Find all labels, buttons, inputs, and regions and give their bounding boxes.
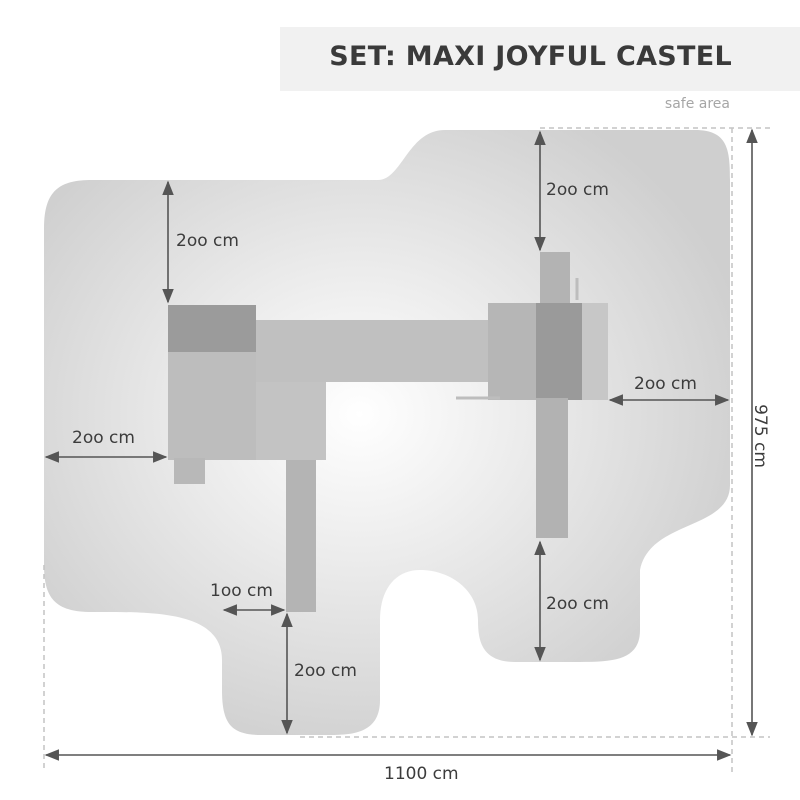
left-tower-roof xyxy=(168,305,256,352)
dim-label-right: 2oo cm xyxy=(634,374,697,394)
dim-label-slide-side: 1oo cm xyxy=(210,581,273,601)
dim-label-slide-bottom: 2oo cm xyxy=(294,661,357,681)
dim-label-bottom-right: 2oo cm xyxy=(546,594,609,614)
dim-label-total-width: 1100 cm xyxy=(384,764,459,784)
safe-area-zone xyxy=(44,130,730,735)
dimension-arrows xyxy=(44,128,758,761)
safe-area-guides xyxy=(43,127,770,772)
right-tower-ladder xyxy=(536,398,568,538)
slide xyxy=(286,460,316,612)
dim-label-left: 2oo cm xyxy=(72,428,135,448)
safe-area-label: safe area xyxy=(664,96,730,112)
title-banner: SET: MAXI JOYFUL CASTEL xyxy=(280,27,800,91)
dim-label-top-right: 2oo cm xyxy=(546,180,609,200)
set-title: SET: MAXI JOYFUL CASTEL xyxy=(329,41,732,72)
dim-label-top-left: 2oo cm xyxy=(176,231,239,251)
dim-label-total-depth: 975 cm xyxy=(749,404,770,468)
bridge-lower-section xyxy=(256,382,326,460)
right-tower-top-post xyxy=(540,252,570,304)
right-tower-roof xyxy=(536,303,582,400)
left-tower-leg xyxy=(174,458,205,484)
bridge-walkway xyxy=(256,320,488,382)
right-tower-side xyxy=(580,303,608,400)
